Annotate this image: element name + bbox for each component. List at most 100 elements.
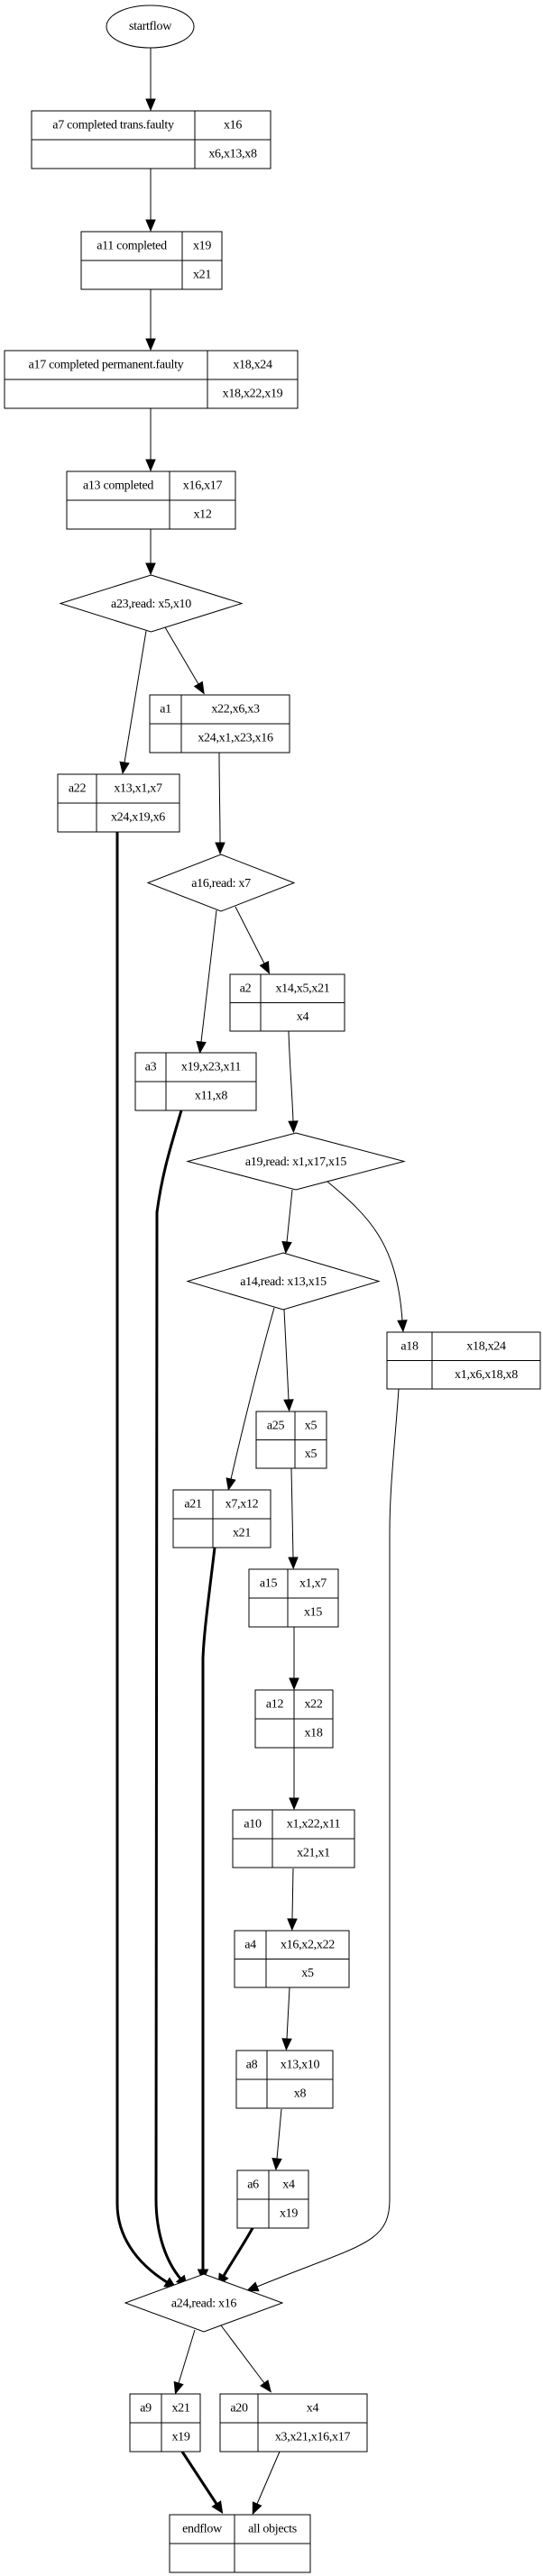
node-a24[interactable]: a24,read: x16 (124, 2273, 284, 2333)
arrowhead-icon (259, 960, 271, 974)
node-label: startflow (129, 20, 172, 33)
arrowhead-icon (281, 2038, 292, 2051)
node-top-vars: x1,x7 (299, 1577, 327, 1591)
arrowhead-icon (288, 1120, 299, 1134)
edge-line (283, 1309, 290, 1401)
arrowhead-icon (260, 2380, 272, 2393)
decision-diamond (186, 1252, 381, 1311)
node-name: endflow (182, 2523, 223, 2536)
edge-a12-to-a10 (289, 1748, 299, 1811)
node-name: a1 (160, 703, 171, 717)
node-name: a17 completed permanent.faulty (29, 359, 184, 372)
edge-a13-to-a23 (145, 529, 156, 576)
edge-a23-to-a22 (119, 630, 147, 775)
edge-a19-to-a14 (281, 1189, 293, 1255)
edge-line (154, 1110, 183, 2279)
node-top-vars: all objects (248, 2523, 297, 2536)
node-startflow[interactable]: startflow (106, 5, 195, 49)
start-ellipse (106, 5, 195, 49)
decision-diamond (186, 1132, 406, 1191)
node-a17[interactable]: a17 completed permanent.faulty x18,x24 x18… (4, 350, 299, 409)
edge-a8-to-a6 (272, 2108, 282, 2171)
node-a16[interactable]: a16,read: x7 (146, 854, 296, 912)
node-name: a10 (244, 1818, 262, 1832)
edge-line (115, 832, 168, 2284)
node-top-vars: x22 (304, 1698, 322, 1712)
node-name: a8 (246, 2059, 258, 2072)
edge-line (286, 1987, 290, 2040)
edge-a16-to-a3 (196, 909, 217, 1055)
edge-a20-to-endflow (252, 2451, 281, 2516)
edge-a10-to-a4 (287, 1868, 298, 1932)
node-name: a21 (184, 1498, 202, 1512)
edge-a22-to-a24 (115, 832, 178, 2289)
edge-line (291, 1868, 294, 1920)
edge-a23-to-a1 (164, 626, 205, 695)
node-a19[interactable]: a19,read: x1,x17,x15 (186, 1132, 406, 1191)
arrowhead-icon (215, 842, 225, 855)
node-a1[interactable]: a1 x22,x6,x3 x24,x1,x23,x16 (149, 694, 290, 754)
node-bottom-vars: x8 (294, 2087, 307, 2101)
edge-a16-to-a2 (235, 906, 271, 974)
arrowhead-icon (289, 1797, 299, 1811)
node-top-vars: x16 (224, 119, 242, 132)
node-top-vars: x22,x6,x3 (211, 703, 260, 717)
node-bottom-vars: x21,x1 (297, 1847, 330, 1860)
node-a23[interactable]: a23,read: x5,x10 (59, 574, 244, 633)
node-name: a20 (230, 2402, 248, 2416)
arrowhead-icon (289, 1677, 299, 1691)
node-bottom-vars: x21 (233, 1527, 251, 1540)
edge-a19-to-a18 (327, 1181, 408, 1333)
node-bottom-vars: x19 (280, 2207, 298, 2221)
arrowhead-icon (225, 1477, 236, 1491)
node-a12[interactable]: a12 x22 x18 (254, 1689, 334, 1749)
node-bottom-vars: x18,x22,x19 (223, 388, 283, 401)
edge-a2-to-a19 (288, 1030, 299, 1134)
node-endflow[interactable]: endflow all objects (169, 2514, 311, 2573)
edge-line (222, 2227, 254, 2277)
node-name: a12 (266, 1698, 284, 1712)
arrowhead-icon (173, 2380, 184, 2395)
node-label: a19,read: x1,x17,x15 (245, 1156, 346, 1169)
edge-a6-to-a24 (217, 2227, 254, 2287)
node-bottom-vars: x11,x8 (195, 1090, 227, 1103)
node-a14[interactable]: a14,read: x13,x15 (186, 1252, 381, 1311)
node-bottom-vars: x24,x1,x23,x16 (198, 732, 273, 745)
edge-line (220, 2325, 265, 2384)
node-top-vars: x19,x23,x11 (181, 1061, 241, 1074)
edge-a24-to-a20 (220, 2325, 272, 2393)
node-top-vars: x5 (305, 1419, 318, 1432)
edge-line (180, 2451, 218, 2505)
arrowhead-icon (287, 1918, 298, 1932)
edge-a15-to-a12 (289, 1627, 299, 1691)
edge-line (290, 1467, 294, 1558)
edge-a7-to-a11 (145, 169, 156, 233)
node-top-vars: x18,x24 (233, 359, 272, 372)
node-top-vars: x19 (193, 240, 211, 253)
arrowhead-icon (145, 219, 156, 233)
node-label: a14,read: x13,x15 (240, 1275, 327, 1289)
decision-diamond (59, 574, 244, 633)
node-bottom-vars: x18 (304, 1727, 322, 1740)
node-bottom-vars: x24,x19,x6 (111, 811, 165, 825)
edge-line (288, 1030, 294, 1122)
edge-line (218, 752, 221, 844)
node-label: a23,read: x5,x10 (111, 598, 191, 611)
